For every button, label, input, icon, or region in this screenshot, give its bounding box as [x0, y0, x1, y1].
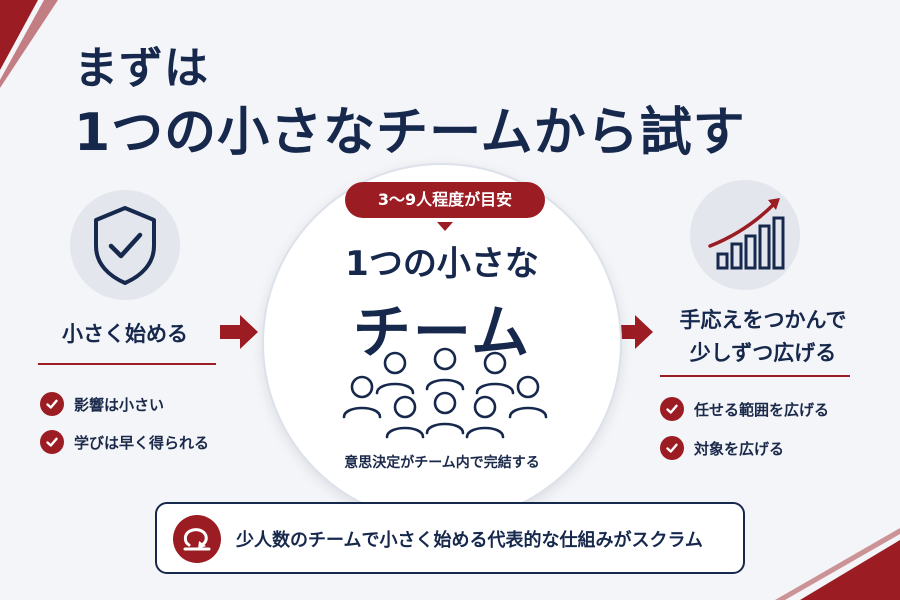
page-title-line-2: 1つの小さなチームから試す	[74, 103, 746, 163]
check-icon	[40, 392, 64, 416]
center-caption: 意思決定がチーム内で完結する	[344, 455, 540, 471]
corner-accent-top-left	[0, 0, 60, 90]
arrow-right-icon	[220, 312, 260, 356]
arrow-right-icon	[615, 312, 655, 356]
right-heading-line-1: 手応えをつかんで	[679, 308, 847, 332]
check-icon	[660, 397, 684, 421]
left-check-item-2: 学びは早く得られる	[40, 430, 209, 454]
left-icon-badge	[70, 190, 180, 300]
left-heading-underline	[38, 363, 216, 365]
left-check-item-1: 影響は小さい	[40, 392, 164, 416]
team-size-badge: 3〜9人程度が目安	[345, 182, 545, 218]
check-icon	[660, 436, 684, 460]
right-check-item-2: 対象を広げる	[660, 436, 784, 460]
left-check-label-1: 影響は小さい	[74, 395, 165, 414]
right-heading-underline	[660, 375, 850, 377]
left-heading: 小さく始める	[62, 322, 188, 346]
right-heading-line-2: 少しずつ広げる	[689, 341, 837, 365]
check-icon	[40, 430, 64, 454]
right-check-item-1: 任せる範囲を広げる	[660, 397, 829, 421]
page-title-line-1: まずは	[74, 43, 209, 94]
corner-accent-bottom-right	[730, 510, 900, 600]
bottom-summary-text: 少人数のチームで小さく始める代表的な仕組みがスクラム	[236, 530, 703, 551]
right-check-label-2: 対象を広げる	[694, 439, 785, 458]
right-check-label-1: 任せる範囲を広げる	[694, 400, 830, 419]
badge-pointer	[437, 217, 453, 236]
team-people-icon	[340, 345, 550, 449]
scrum-cycle-icon	[173, 515, 221, 563]
left-check-label-2: 学びは早く得られる	[74, 433, 210, 452]
bottom-summary-bar	[155, 502, 745, 574]
right-icon-badge	[690, 180, 800, 290]
growth-chart-icon	[708, 198, 785, 270]
shield-check-icon	[94, 206, 156, 285]
center-title-line-1: 1つの小さな	[345, 244, 539, 284]
right-heading: 手応えをつかんで 少しずつ広げる	[658, 304, 868, 370]
